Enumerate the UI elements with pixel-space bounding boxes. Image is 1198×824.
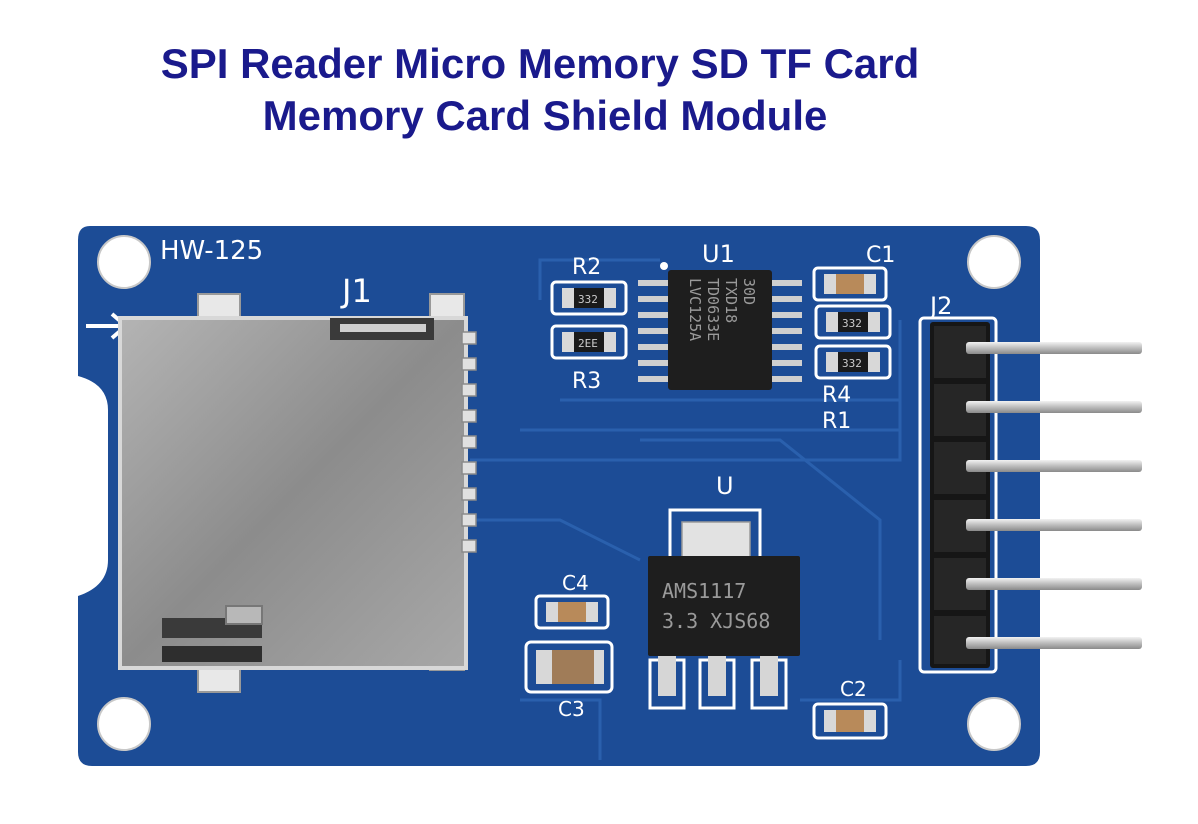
- title-line-1: SPI Reader Micro Memory SD TF Card: [160, 40, 920, 87]
- r2-code: 332: [578, 293, 598, 306]
- c2-label: C2: [840, 677, 867, 701]
- r2-label: R2: [572, 255, 601, 280]
- level-shifter-label: U1: [702, 240, 735, 268]
- mounting-hole-top-left: [97, 235, 151, 289]
- resistor-r4: 332: [814, 304, 892, 340]
- micro-sd-card-slot: [118, 293, 468, 693]
- level-shifter-marking-2: TD0633E: [704, 278, 722, 341]
- regulator-label: U: [716, 472, 734, 500]
- level-shifter-chip: LVC125A TD0633E TXD18 30D: [638, 262, 802, 390]
- capacitor-c1: [812, 266, 888, 302]
- regulator-marking-2: 3.3 XJS68: [662, 609, 770, 633]
- level-shifter-marking-1: LVC125A: [686, 278, 704, 341]
- r3-code: 2EE: [578, 337, 598, 350]
- capacitor-c2: [812, 702, 888, 740]
- pin-header: [918, 316, 1142, 674]
- c4-label: C4: [562, 571, 589, 595]
- resistor-r2: 332: [550, 280, 628, 316]
- header-label: J2: [928, 292, 952, 320]
- r4-label: R4: [822, 383, 851, 408]
- pcb-traces: [470, 258, 902, 760]
- mounting-hole-top-right: [967, 235, 1021, 289]
- c3-label: C3: [558, 697, 585, 721]
- title-line-2: Memory Card Shield Module: [262, 92, 828, 139]
- r3-label: R3: [572, 369, 601, 394]
- r1-label: R1: [822, 409, 851, 434]
- r1-code: 332: [842, 357, 862, 370]
- card-slot-label: J1: [340, 272, 372, 310]
- mounting-hole-bottom-right: [967, 697, 1021, 751]
- capacitor-c4: [534, 594, 610, 630]
- resistor-r3: 2EE: [550, 324, 628, 360]
- resistor-r1: 332: [814, 344, 892, 380]
- slot-contacts: [461, 331, 477, 553]
- r4-code: 332: [842, 317, 862, 330]
- mounting-hole-bottom-left: [97, 697, 151, 751]
- level-shifter-marking-4: 30D: [740, 278, 758, 305]
- level-shifter-marking-3: TXD18: [722, 278, 740, 323]
- capacitor-c3: [524, 640, 614, 694]
- c1-label: C1: [866, 243, 895, 268]
- voltage-regulator: AMS1117 3.3 XJS68: [648, 508, 800, 710]
- board-model-label: HW-125: [160, 236, 263, 266]
- regulator-marking-1: AMS1117: [662, 579, 746, 603]
